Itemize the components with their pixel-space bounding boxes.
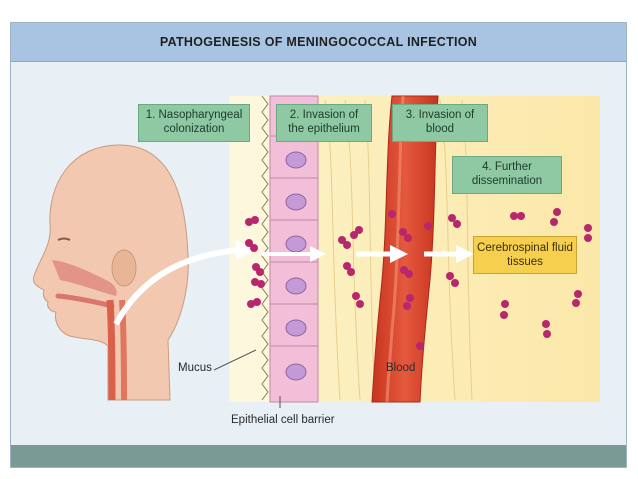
head-silhouette	[32, 144, 189, 401]
stage-1-label: 1. Nasopharyngeal colonization	[138, 104, 250, 142]
page-title: PATHOGENESIS OF MENINGOCOCCAL INFECTION	[159, 35, 478, 49]
cerebrospinal-fluid-label: Cerebrospinal fluid tissues	[473, 236, 577, 274]
nasal-cavity	[52, 260, 117, 296]
blood-annotation: Blood	[386, 362, 416, 374]
pharynx-tube-1	[106, 299, 116, 401]
mucus-leader	[213, 349, 257, 371]
stage-2-label: 2. Invasion of the epithelium	[276, 104, 372, 142]
blood-vessel	[371, 95, 439, 403]
pathway-arrows	[113, 240, 474, 326]
ear	[111, 249, 137, 287]
cilia	[261, 95, 269, 401]
bacteria	[245, 208, 592, 350]
epithelial-barrier-annotation: Epithelial cell barrier	[231, 414, 335, 426]
stage-3-label: 3. Invasion of blood	[392, 104, 488, 142]
title-bar: PATHOGENESIS OF MENINGOCOCCAL INFECTION	[11, 23, 626, 62]
bottom-bar	[11, 445, 626, 467]
eyebrow	[57, 237, 71, 241]
stage-4-label: 4. Further dissemination	[452, 156, 562, 194]
mucus-annotation: Mucus	[178, 362, 212, 374]
